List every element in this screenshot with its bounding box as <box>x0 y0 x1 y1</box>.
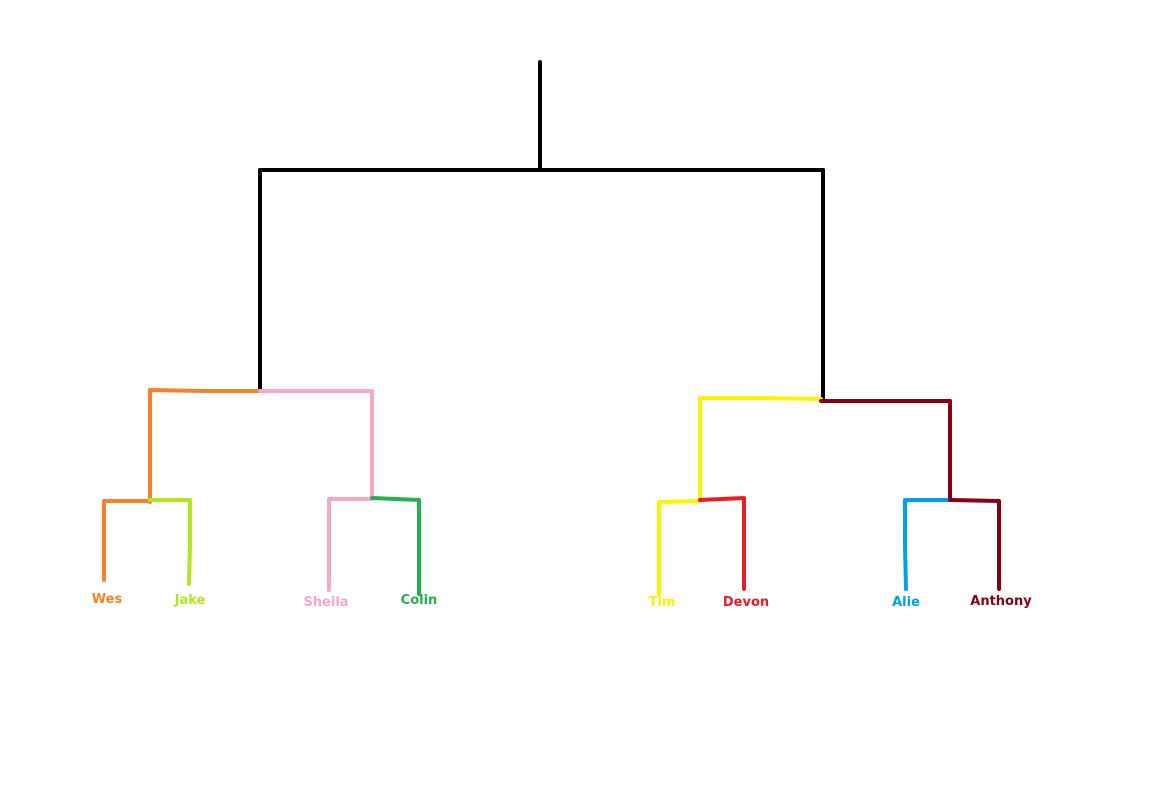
alie-edge <box>903 498 952 591</box>
leaf-label-colin: Colin <box>401 593 438 608</box>
sheila-edge <box>327 497 374 592</box>
wes-jake-branch <box>148 388 262 504</box>
jake-edge <box>148 498 192 586</box>
leaf-label-tim: Tim <box>649 595 676 610</box>
leaf-label-jake: Jake <box>174 593 206 608</box>
colin-edge <box>370 496 421 596</box>
alie-anthony-branch <box>819 399 952 501</box>
leaf-label-alie: Alie <box>892 595 920 610</box>
anthony-edge <box>948 498 1001 591</box>
devon-edge <box>698 496 746 591</box>
leaf-label-sheila: Sheila <box>303 595 348 610</box>
leaf-label-anthony: Anthony <box>970 594 1032 609</box>
sheila-colin-branch <box>258 389 374 500</box>
tim-edge <box>657 499 702 596</box>
tim-devon-branch <box>698 396 823 502</box>
leaf-label-wes: Wes <box>92 592 123 607</box>
leaf-label-devon: Devon <box>723 595 769 610</box>
wes-edge <box>102 499 152 582</box>
